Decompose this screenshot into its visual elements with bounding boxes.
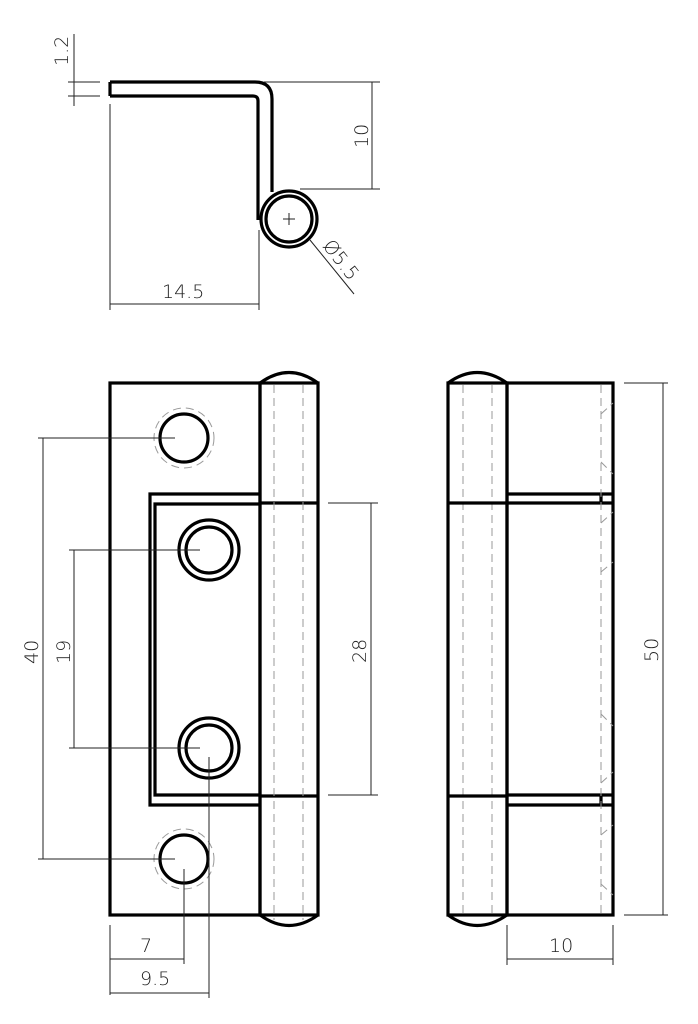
dim-leafheight-label: 10 xyxy=(351,124,373,148)
side-knuckle-cap-top xyxy=(447,371,508,385)
side-knuckle-barrel xyxy=(446,381,509,917)
dim-9-5-label: 9.5 xyxy=(140,968,170,990)
dim-7-label: 7 xyxy=(140,935,152,957)
dim-19-label: 19 xyxy=(53,640,75,664)
front-view: 40 19 28 7 9.5 xyxy=(21,371,378,998)
side-knuckle-cap-bottom xyxy=(447,913,508,927)
dim-diameter-label: Ø5.5 xyxy=(318,236,363,285)
knuckle-outer-circle xyxy=(259,189,319,249)
dim-50-label: 50 xyxy=(641,638,663,662)
knuckle-inner-circle xyxy=(264,194,314,244)
knuckle-barrel xyxy=(258,381,320,917)
side-countersink-hidden-marks xyxy=(600,402,614,896)
profile-leaf-inner xyxy=(110,94,260,220)
dim-side-10-label: 10 xyxy=(549,935,573,957)
side-view: 50 10 xyxy=(446,371,668,965)
dim-thickness-label: 1.2 xyxy=(51,36,73,66)
knuckle-cap-bottom xyxy=(259,913,319,927)
inner-leaf-outer-edge xyxy=(148,492,260,807)
dim-28-label: 28 xyxy=(349,639,371,663)
knuckle-cap-top xyxy=(259,371,319,385)
dim-leafwidth-label: 14.5 xyxy=(162,281,204,303)
profile-leaf-outer xyxy=(110,80,274,192)
side-leaf xyxy=(505,381,615,917)
dim-40-label: 40 xyxy=(21,640,43,664)
inner-leaf-inner-edge xyxy=(153,502,260,797)
dim-diameter-leader xyxy=(309,239,355,295)
profile-view: 1.2 10 Ø5.5 14.5 xyxy=(51,34,380,310)
